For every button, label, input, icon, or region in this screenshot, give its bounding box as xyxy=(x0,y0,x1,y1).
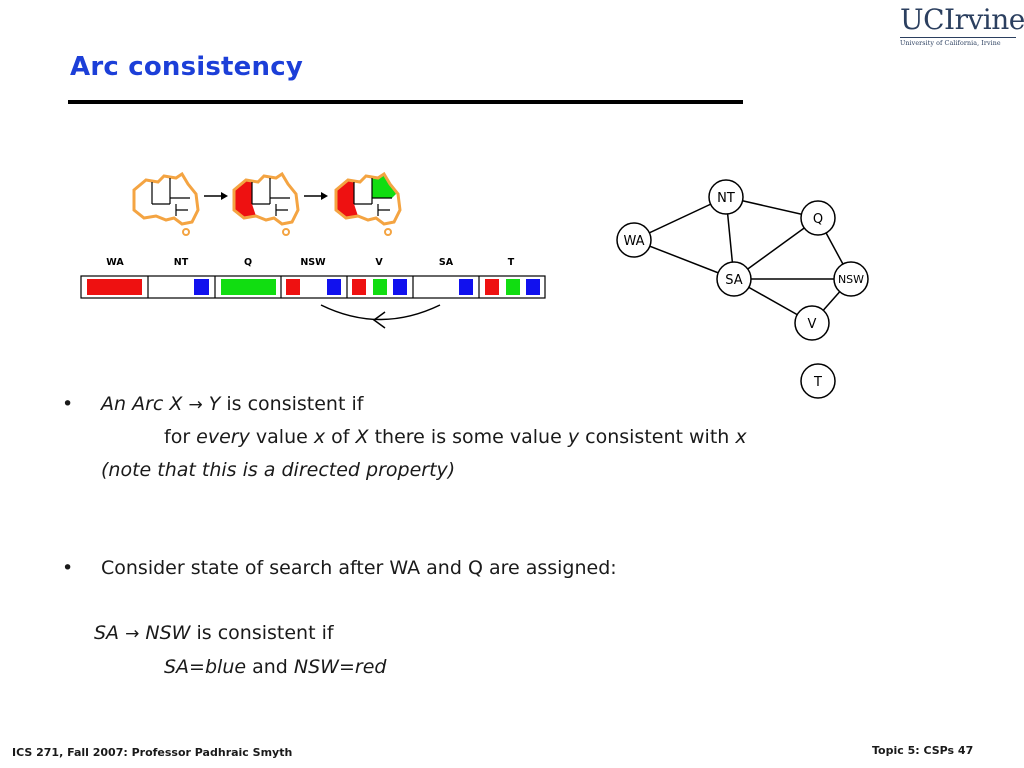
bullet-1-line-1: An Arc X → Y is consistent if xyxy=(101,393,363,415)
consistent-if-text: is consistent if xyxy=(226,393,364,415)
logo-main: UCIrvine xyxy=(900,3,1024,36)
text-sa-blue: SA=blue xyxy=(164,656,247,678)
text-y: y xyxy=(567,426,580,448)
node-v xyxy=(794,305,830,341)
footer-left: ICS 271, Fall 2007: Professor Padhraic S… xyxy=(12,746,293,759)
domain-table-row xyxy=(80,275,546,299)
arrow-1 xyxy=(204,192,228,200)
text-every: every xyxy=(196,426,250,448)
text-of: of xyxy=(331,426,350,448)
col-header-v: V xyxy=(375,257,383,268)
col-header-nt: NT xyxy=(174,257,189,268)
example-line-2: SA=blue and NSW=red xyxy=(164,656,386,678)
text-consistent-with: consistent with xyxy=(585,426,730,448)
text-value: value xyxy=(255,426,308,448)
text-nsw: NSW xyxy=(145,622,191,644)
node-nsw xyxy=(833,261,869,297)
uci-logo: UCIrvine University of California, Irvin… xyxy=(900,3,1024,47)
text-and: and xyxy=(252,656,288,678)
node-nt xyxy=(708,179,744,215)
node-t xyxy=(800,363,836,399)
node-label-t: T xyxy=(813,375,822,390)
text-x: x xyxy=(313,426,326,448)
col-header-nsw: NSW xyxy=(300,257,326,268)
map-domain-figure: WA NT Q NSW V SA T xyxy=(80,171,546,329)
title-underline xyxy=(68,100,743,104)
node-sa xyxy=(716,261,752,297)
text-nsw-red: NSW=red xyxy=(293,656,387,678)
graph-nodes xyxy=(616,179,869,399)
col-header-wa: WA xyxy=(106,257,124,268)
node-q xyxy=(800,200,836,236)
text-there: there is some value xyxy=(374,426,562,448)
directed-note: (note that this is a directed property) xyxy=(101,459,456,481)
australia-map-2 xyxy=(232,171,300,236)
logo-rule xyxy=(900,37,1016,38)
text-X: X xyxy=(355,426,369,448)
footer-right: Topic 5: CSPs 47 xyxy=(872,744,974,757)
arrow-glyph-2: → xyxy=(125,624,140,644)
arc-x-text: An Arc X xyxy=(101,393,183,415)
text-consistent-if-2: is consistent if xyxy=(196,622,334,644)
curved-arrow xyxy=(320,304,441,329)
node-label-wa: WA xyxy=(623,234,644,249)
node-label-sa: SA xyxy=(725,273,742,288)
bullet-1-marker: • xyxy=(62,393,74,415)
page-title: Arc consistency xyxy=(70,52,303,82)
text-for: for xyxy=(164,426,191,448)
bullet-1-line-3: (note that this is a directed property) xyxy=(101,459,455,481)
node-label-nt: NT xyxy=(717,191,735,206)
australia-map-1 xyxy=(132,171,200,236)
col-header-t: T xyxy=(508,257,515,268)
col-header-q: Q xyxy=(244,257,252,268)
node-label-v: V xyxy=(808,317,817,332)
bullet-1-line-2: for every value x of X there is some val… xyxy=(164,426,747,448)
node-label-q: Q xyxy=(813,212,823,227)
constraint-graph: NT Q WA SA NSW V T xyxy=(616,179,869,399)
logo-sub: University of California, Irvine xyxy=(900,40,1001,47)
node-label-nsw: NSW xyxy=(838,273,864,286)
example-line-1: SA → NSW is consistent if xyxy=(94,622,334,644)
domain-table-headers: WA NT Q NSW V SA T xyxy=(106,257,514,268)
text-x2: x xyxy=(735,426,747,448)
bullet-2-text: Consider state of search after WA and Q … xyxy=(101,557,617,579)
australia-map-3 xyxy=(334,171,402,236)
text-sa: SA xyxy=(94,622,120,644)
graph-labels: NT Q WA SA NSW V T xyxy=(623,191,864,390)
node-wa xyxy=(616,222,652,258)
bullet-2-marker: • xyxy=(62,557,74,579)
arc-y-text: Y xyxy=(208,393,221,415)
arrow-glyph: → xyxy=(188,395,203,415)
arrow-2 xyxy=(304,192,328,200)
col-header-sa: SA xyxy=(439,257,454,268)
